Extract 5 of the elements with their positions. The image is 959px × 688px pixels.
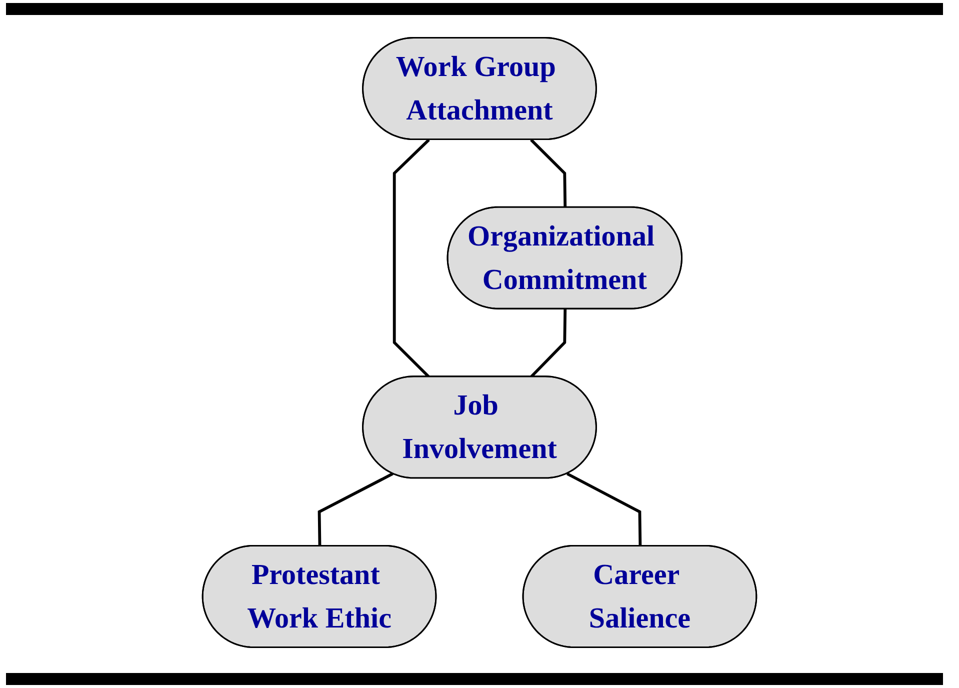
connector: [530, 309, 567, 378]
connector: [530, 138, 567, 208]
connector: [392, 138, 430, 378]
connector: [566, 472, 642, 546]
connector: [318, 472, 394, 546]
